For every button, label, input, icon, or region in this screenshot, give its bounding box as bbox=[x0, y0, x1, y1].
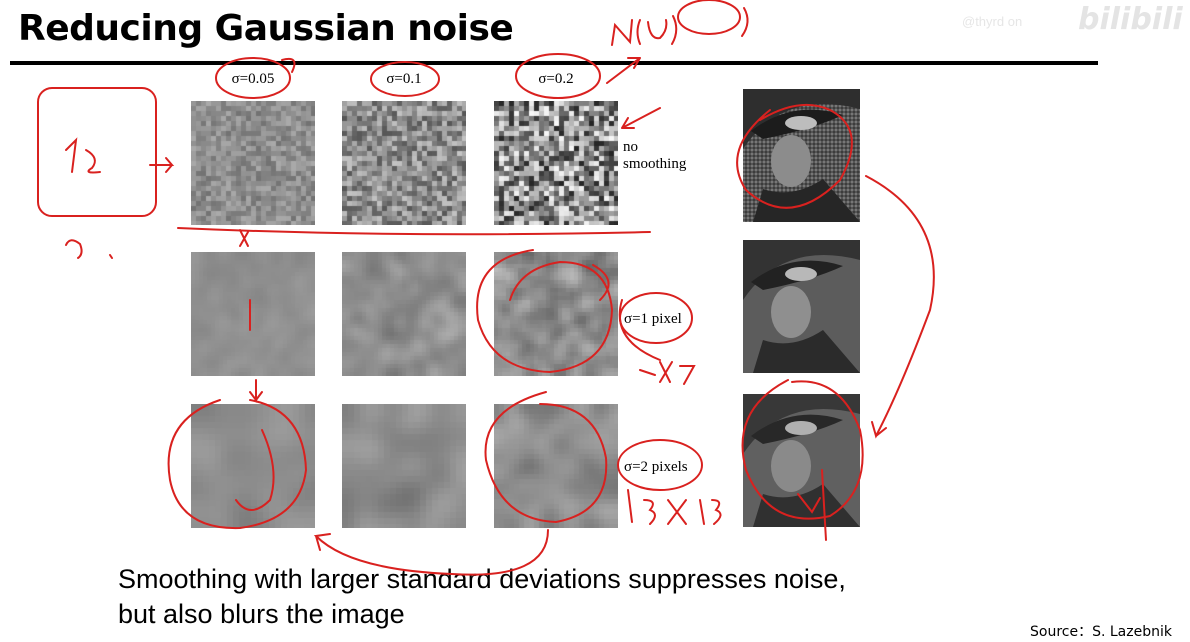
noise-tile bbox=[342, 101, 466, 225]
slide-caption: Smoothing with larger standard deviation… bbox=[118, 562, 846, 632]
arrow-no-smoothing bbox=[621, 107, 661, 129]
circle-sigma-noise-model bbox=[677, 0, 741, 35]
kernel-13x13 bbox=[627, 489, 722, 525]
circle-noisy-tile bbox=[476, 249, 614, 374]
circle-blurred-tile-1 bbox=[167, 399, 308, 530]
mark-47 bbox=[797, 469, 827, 541]
noise-model-N bbox=[611, 15, 678, 46]
circle-sigma-005 bbox=[215, 57, 291, 99]
arrow-noisy-to-blurred bbox=[865, 175, 935, 439]
slide-title: Reducing Gaussian noise bbox=[18, 8, 514, 49]
smoothed-tile bbox=[342, 252, 466, 376]
noise-tile bbox=[191, 101, 315, 225]
source-credit: Source：S. Lazebnik bbox=[1030, 624, 1172, 640]
scribble-curve bbox=[235, 429, 275, 511]
row-label-no-smoothing: no smoothing bbox=[623, 139, 687, 172]
circle-sigma-2 bbox=[617, 439, 703, 491]
row-label-sigma-2: σ=2 pixels bbox=[624, 459, 688, 475]
portrait-photo-sigma-1 bbox=[743, 240, 860, 373]
smoothed-tile bbox=[494, 252, 618, 376]
circle-portrait-blurred bbox=[741, 379, 864, 520]
caption-line-1: Smoothing with larger standard deviation… bbox=[118, 564, 846, 594]
circle-sigma-02 bbox=[515, 53, 601, 99]
portrait-photo-noisy bbox=[743, 89, 860, 222]
smoothed-tile bbox=[191, 252, 315, 376]
underline-first-row bbox=[177, 227, 651, 236]
arrow-to-noise-model bbox=[606, 57, 641, 84]
smoothed-tile bbox=[342, 404, 466, 528]
margin-ta bbox=[65, 137, 101, 174]
margin-mark-n bbox=[65, 239, 113, 259]
noise-model-paren bbox=[741, 7, 749, 37]
kernel-7x7 bbox=[639, 361, 696, 385]
circle-sigma-01 bbox=[370, 61, 440, 97]
arrow-bottom bbox=[313, 529, 549, 576]
caption-line-2: but also blurs the image bbox=[118, 599, 405, 629]
arrow-down bbox=[249, 379, 263, 403]
bilibili-watermark: bilibili bbox=[1078, 2, 1183, 37]
box-ta bbox=[37, 87, 157, 217]
row-label-sigma-1: σ=1 pixel bbox=[624, 311, 682, 327]
circle-blurred-tile-2 bbox=[484, 391, 608, 524]
portrait-photo-sigma-2 bbox=[743, 394, 860, 527]
circle-sigma-1 bbox=[619, 292, 693, 344]
title-underline bbox=[10, 61, 1098, 65]
column-label-sigma-01: σ=0.1 bbox=[386, 71, 422, 87]
smoothed-tile bbox=[191, 404, 315, 528]
smoothed-tile bbox=[494, 404, 618, 528]
circle-tail bbox=[618, 299, 661, 361]
column-label-sigma-005: σ=0.05 bbox=[231, 71, 275, 87]
watermark-user: @thyrd on bbox=[962, 14, 1023, 29]
arrow-mark bbox=[281, 57, 296, 73]
scribble-mark bbox=[592, 264, 610, 301]
column-label-sigma-02: σ=0.2 bbox=[538, 71, 574, 87]
x-mark bbox=[239, 229, 249, 247]
circle-portrait-noisy bbox=[736, 103, 853, 209]
arrow-to-noise-tile bbox=[149, 157, 175, 173]
noise-tile bbox=[494, 101, 618, 225]
